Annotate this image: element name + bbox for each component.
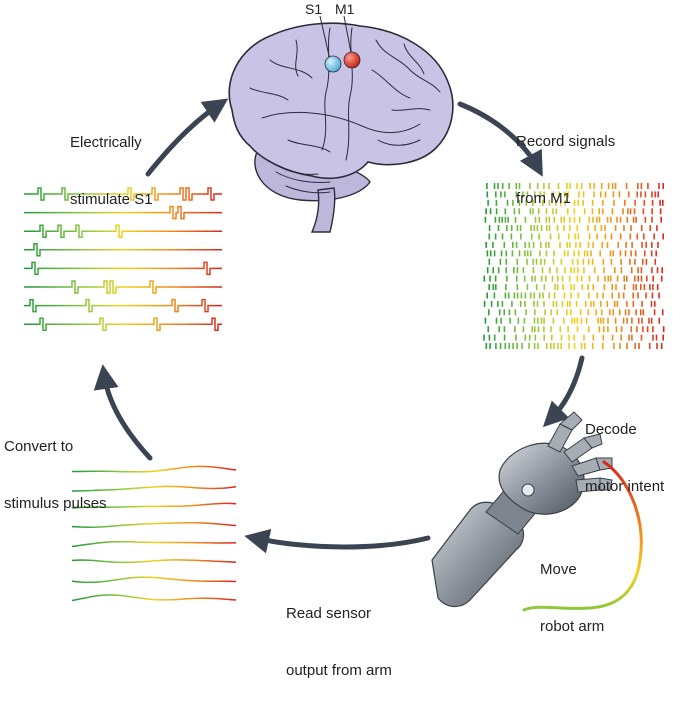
- step-read-line-2: output from arm: [286, 662, 392, 679]
- stimulus-pulse-train: [24, 298, 222, 313]
- step-decode-line-1: Decode: [585, 421, 637, 438]
- step-read-label: Read sensor output from arm: [286, 566, 392, 718]
- step-stimulate-line-2: stimulate S1: [70, 191, 153, 208]
- cerebrum: [228, 22, 454, 180]
- step-move-label: Move robot arm: [540, 522, 604, 674]
- step-read-line-1: Read sensor: [286, 605, 372, 622]
- sensor-trace: [71, 522, 237, 528]
- sensor-trace: [71, 540, 237, 548]
- stimulus-pulse-train: [24, 317, 222, 331]
- s1-electrode-marker: [324, 55, 342, 73]
- sensor-trace-panel: [71, 465, 237, 602]
- bci-loop-diagram: S1 M1 Record signals from M1 Decode moto…: [4, 1, 665, 679]
- step-record-line-1: Record signals: [516, 133, 616, 150]
- arrow-arm-to-sensor: [244, 528, 431, 554]
- step-stimulate-line-1: Electrically: [70, 134, 142, 151]
- stimulus-pulse-panel: [24, 187, 222, 331]
- diagram-canvas: [24, 15, 665, 612]
- step-record-line-2: from M1: [516, 190, 572, 207]
- s1-pointer-line: [319, 15, 331, 61]
- sensor-trace: [71, 576, 237, 584]
- step-decode-line-2: motor intent: [585, 478, 665, 495]
- sensor-trace: [71, 485, 237, 492]
- cycle-arrows: [93, 98, 585, 554]
- stimulus-pulse-train: [24, 280, 222, 294]
- sensor-trace: [71, 559, 237, 564]
- sensor-trace: [71, 502, 237, 509]
- arrow-brain-to-raster: [457, 101, 543, 177]
- step-convert-line-2: stimulus pulses: [4, 495, 107, 512]
- sensor-wire: [522, 460, 643, 612]
- s1-label: S1: [305, 1, 323, 17]
- step-move-line-1: Move: [540, 561, 577, 578]
- m1-pointer-line: [343, 15, 353, 59]
- step-convert-label: Convert to stimulus pulses: [4, 399, 107, 551]
- stimulus-pulse-train: [24, 243, 222, 257]
- brain-sulci: [249, 27, 441, 194]
- robot-forearm: [431, 501, 525, 608]
- arrow-sensor-to-pulses: [93, 364, 153, 461]
- spike-raster-panel: [483, 183, 665, 349]
- step-record-label: Record signals from M1: [516, 94, 615, 246]
- step-convert-line-1: Convert to: [4, 438, 74, 455]
- m1-label: M1: [335, 1, 355, 17]
- stimulus-pulse-train: [24, 261, 222, 276]
- stimulus-pulse-train: [24, 187, 222, 201]
- m1-electrode-marker: [343, 51, 361, 69]
- step-stimulate-label: Electrically stimulate S1: [70, 95, 153, 247]
- brain-illustration: [228, 15, 454, 233]
- sensor-trace: [71, 594, 237, 602]
- brainstem: [310, 187, 336, 233]
- step-decode-label: Decode motor intent: [585, 382, 664, 534]
- stimulus-pulse-train: [24, 224, 222, 238]
- sensor-trace: [72, 465, 237, 473]
- stimulus-pulse-train: [24, 205, 222, 220]
- arrow-pulses-to-brain: [145, 98, 229, 177]
- robot-palm: [498, 442, 585, 515]
- robot-wrist-joint: [521, 483, 535, 497]
- arrow-raster-to-arm: [542, 355, 585, 428]
- robot-arm-illustration: [431, 411, 643, 612]
